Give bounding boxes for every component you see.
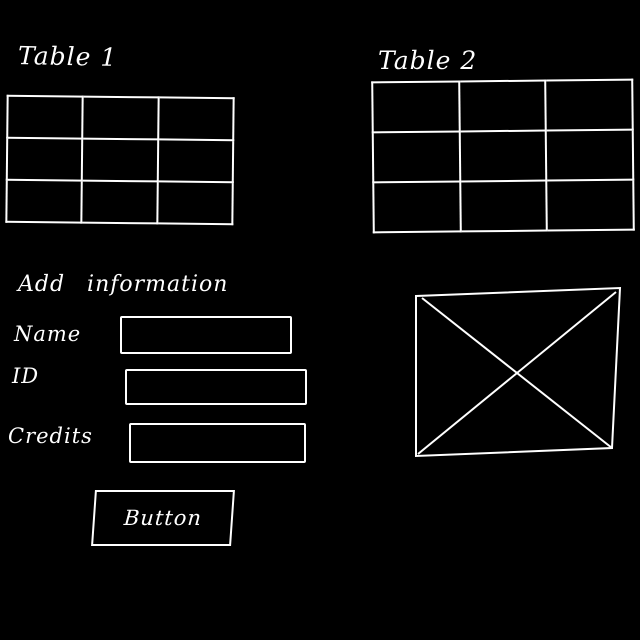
table-2 (371, 79, 635, 234)
table-cell[interactable] (82, 138, 158, 182)
table-cell[interactable] (372, 81, 460, 133)
table-cell[interactable] (156, 181, 233, 225)
table-cell[interactable] (157, 139, 234, 183)
table-row (372, 129, 634, 183)
table-cell[interactable] (6, 179, 83, 223)
table-cell[interactable] (546, 179, 634, 231)
table-cell[interactable] (546, 129, 634, 181)
table-cell[interactable] (82, 96, 159, 140)
table-row (373, 179, 634, 233)
name-label: Name (14, 322, 82, 346)
table-cell[interactable] (81, 180, 158, 224)
table-cell[interactable] (459, 180, 548, 232)
credits-field[interactable] (129, 423, 306, 463)
id-field[interactable] (125, 369, 307, 405)
table-cell[interactable] (458, 80, 547, 132)
table-1-title: Table 1 (17, 41, 118, 72)
credits-label: Credits (8, 424, 93, 448)
table-cell[interactable] (459, 130, 547, 182)
table-2-title: Table 2 (378, 46, 478, 75)
table-cell[interactable] (157, 97, 234, 141)
table-cell[interactable] (7, 95, 83, 139)
table-row (6, 137, 234, 183)
name-field[interactable] (120, 316, 292, 354)
submit-button[interactable]: Button (91, 490, 235, 546)
image-placeholder-cross (417, 291, 617, 455)
table-cell[interactable] (372, 131, 460, 183)
table-cell[interactable] (545, 79, 633, 131)
table-cell[interactable] (6, 137, 83, 181)
table-1 (5, 95, 234, 225)
table-cell[interactable] (373, 181, 461, 233)
image-placeholder-icon (415, 286, 622, 458)
table-row (7, 95, 234, 141)
table-row (372, 79, 633, 133)
id-label: ID (12, 364, 40, 388)
form-heading: Add information (18, 272, 229, 297)
table-row (6, 179, 233, 225)
